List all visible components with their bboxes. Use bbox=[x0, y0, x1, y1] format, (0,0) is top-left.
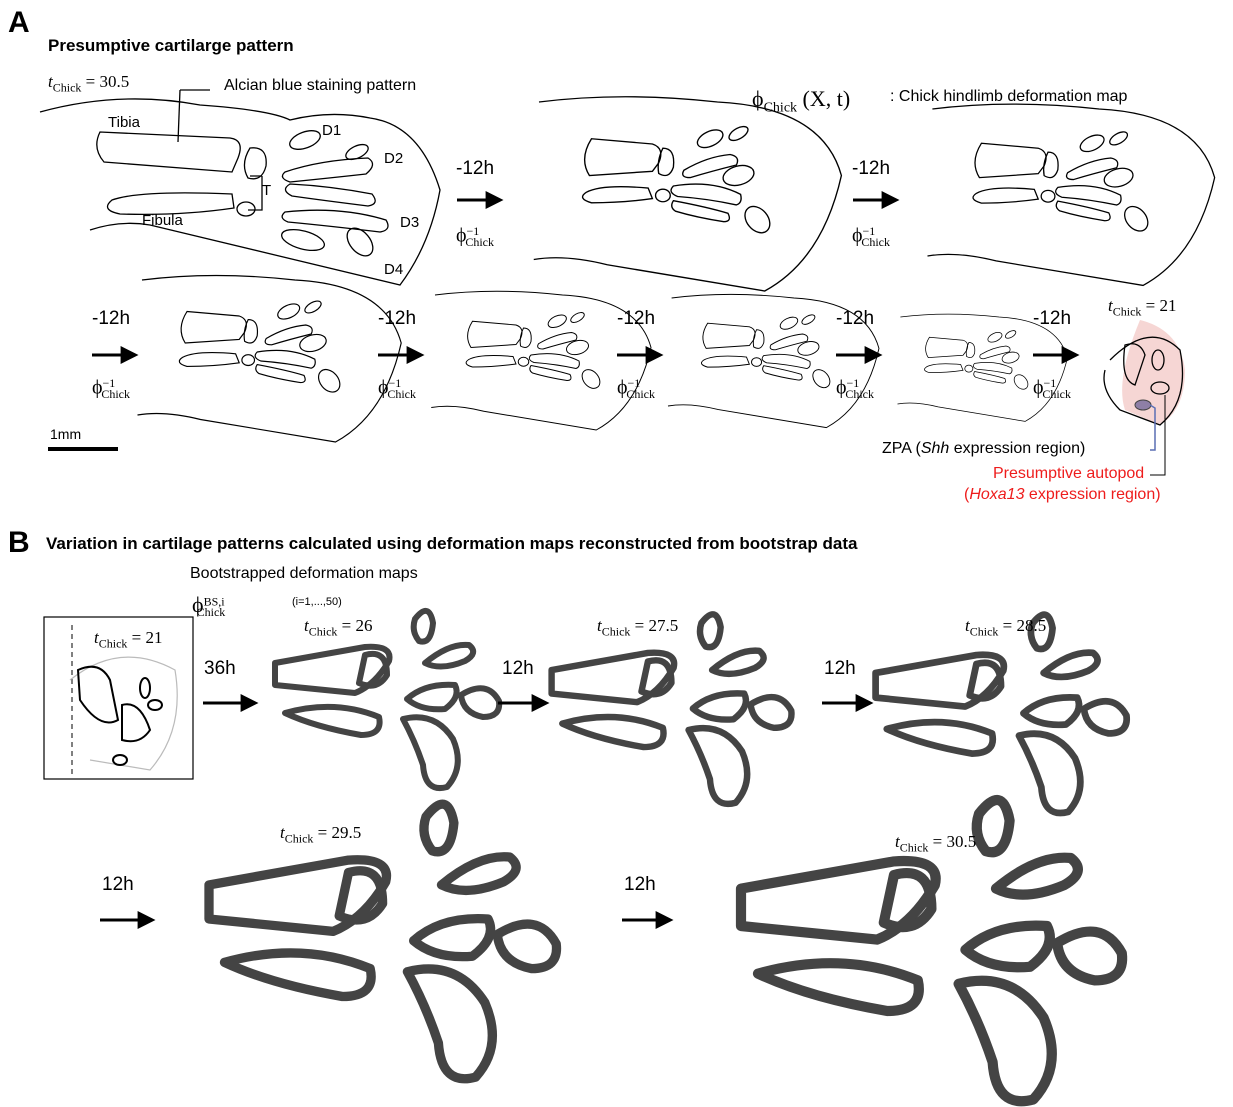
step-label-b: 12h bbox=[102, 874, 134, 896]
step-label-b: 12h bbox=[624, 874, 656, 896]
bootstrap-t27-5 bbox=[552, 614, 792, 804]
t-label-21: tChick = 21 bbox=[94, 628, 163, 651]
bootstrap-map-symbol: ϕBS,iChick bbox=[192, 592, 225, 620]
t-label-30-5: tChick = 30.5 bbox=[895, 832, 976, 855]
step-label: -12h bbox=[456, 158, 494, 180]
step-label: -12h bbox=[617, 308, 655, 330]
inverse-map-label: ϕ−1Chick bbox=[456, 224, 494, 250]
limb-row2-1 bbox=[138, 276, 402, 443]
inverse-map-label: ϕ−1Chick bbox=[836, 376, 874, 402]
panel-a-title: Presumptive cartilarge pattern bbox=[48, 36, 294, 56]
inverse-map-label: ϕ−1Chick bbox=[1033, 376, 1071, 402]
step-label-b: 12h bbox=[502, 658, 534, 680]
step-label: -12h bbox=[852, 158, 890, 180]
panel-a-letter: A bbox=[8, 6, 30, 40]
panel-b-title: Variation in cartilage patterns calculat… bbox=[46, 534, 857, 554]
tibia-label: Tibia bbox=[108, 114, 140, 131]
inverse-map-label: ϕ−1Chick bbox=[617, 376, 655, 402]
limb-t21 bbox=[1104, 320, 1185, 425]
t-label-26: tChick = 26 bbox=[304, 616, 373, 639]
alcian-label: Alcian blue staining pattern bbox=[224, 77, 416, 95]
autopod-label-line2: (Hoxa13 expression region) bbox=[964, 486, 1161, 504]
arrows-panel-a bbox=[92, 200, 1076, 355]
d2-label: D2 bbox=[384, 150, 403, 167]
bootstrap-t28-5 bbox=[876, 615, 1127, 813]
d4-label: D4 bbox=[384, 261, 403, 278]
inverse-map-label: ϕ−1Chick bbox=[852, 224, 890, 250]
limb-t30-minus-24 bbox=[928, 104, 1215, 285]
step-label: -12h bbox=[1033, 308, 1071, 330]
inverse-map-label: ϕ−1Chick bbox=[378, 376, 416, 402]
deformation-map-label: : Chick hindlimb deformation map bbox=[890, 88, 1127, 106]
inverse-map-label: ϕ−1Chick bbox=[92, 376, 130, 402]
limb-row2-4 bbox=[898, 314, 1068, 421]
step-label-b: 12h bbox=[824, 658, 856, 680]
t-label-27-5: tChick = 27.5 bbox=[597, 616, 678, 639]
t-label-28-5: tChick = 28.5 bbox=[965, 616, 1046, 639]
d1-label: D1 bbox=[322, 122, 341, 139]
index-range: (i=1,...,50) bbox=[292, 596, 342, 608]
deformation-map-symbol: ϕChick (X, t) bbox=[752, 86, 850, 116]
scale-label: 1mm bbox=[50, 426, 81, 442]
d3-label: D3 bbox=[400, 214, 419, 231]
t-label: T bbox=[262, 182, 271, 199]
t-start-label: tChick = 30.5 bbox=[48, 72, 129, 95]
step-label: -12h bbox=[378, 308, 416, 330]
limb-t30-5 bbox=[40, 90, 440, 285]
t-label-29-5: tChick = 29.5 bbox=[280, 823, 361, 846]
panel-b-subtitle: Bootstrapped deformation maps bbox=[190, 565, 418, 583]
limb-t30-minus-12 bbox=[534, 97, 842, 291]
zpa-label: ZPA (Shh expression region) bbox=[882, 440, 1085, 458]
step-label: -12h bbox=[836, 308, 874, 330]
fibula-label: Fibula bbox=[142, 212, 183, 229]
step-label: -12h bbox=[92, 308, 130, 330]
panel-b-letter: B bbox=[8, 526, 30, 560]
t-end-label: tChick = 21 bbox=[1108, 296, 1177, 319]
autopod-label-line1: Presumptive autopod bbox=[993, 465, 1144, 483]
bootstrap-t29-5 bbox=[209, 804, 557, 1079]
step-label-b: 36h bbox=[204, 658, 236, 680]
